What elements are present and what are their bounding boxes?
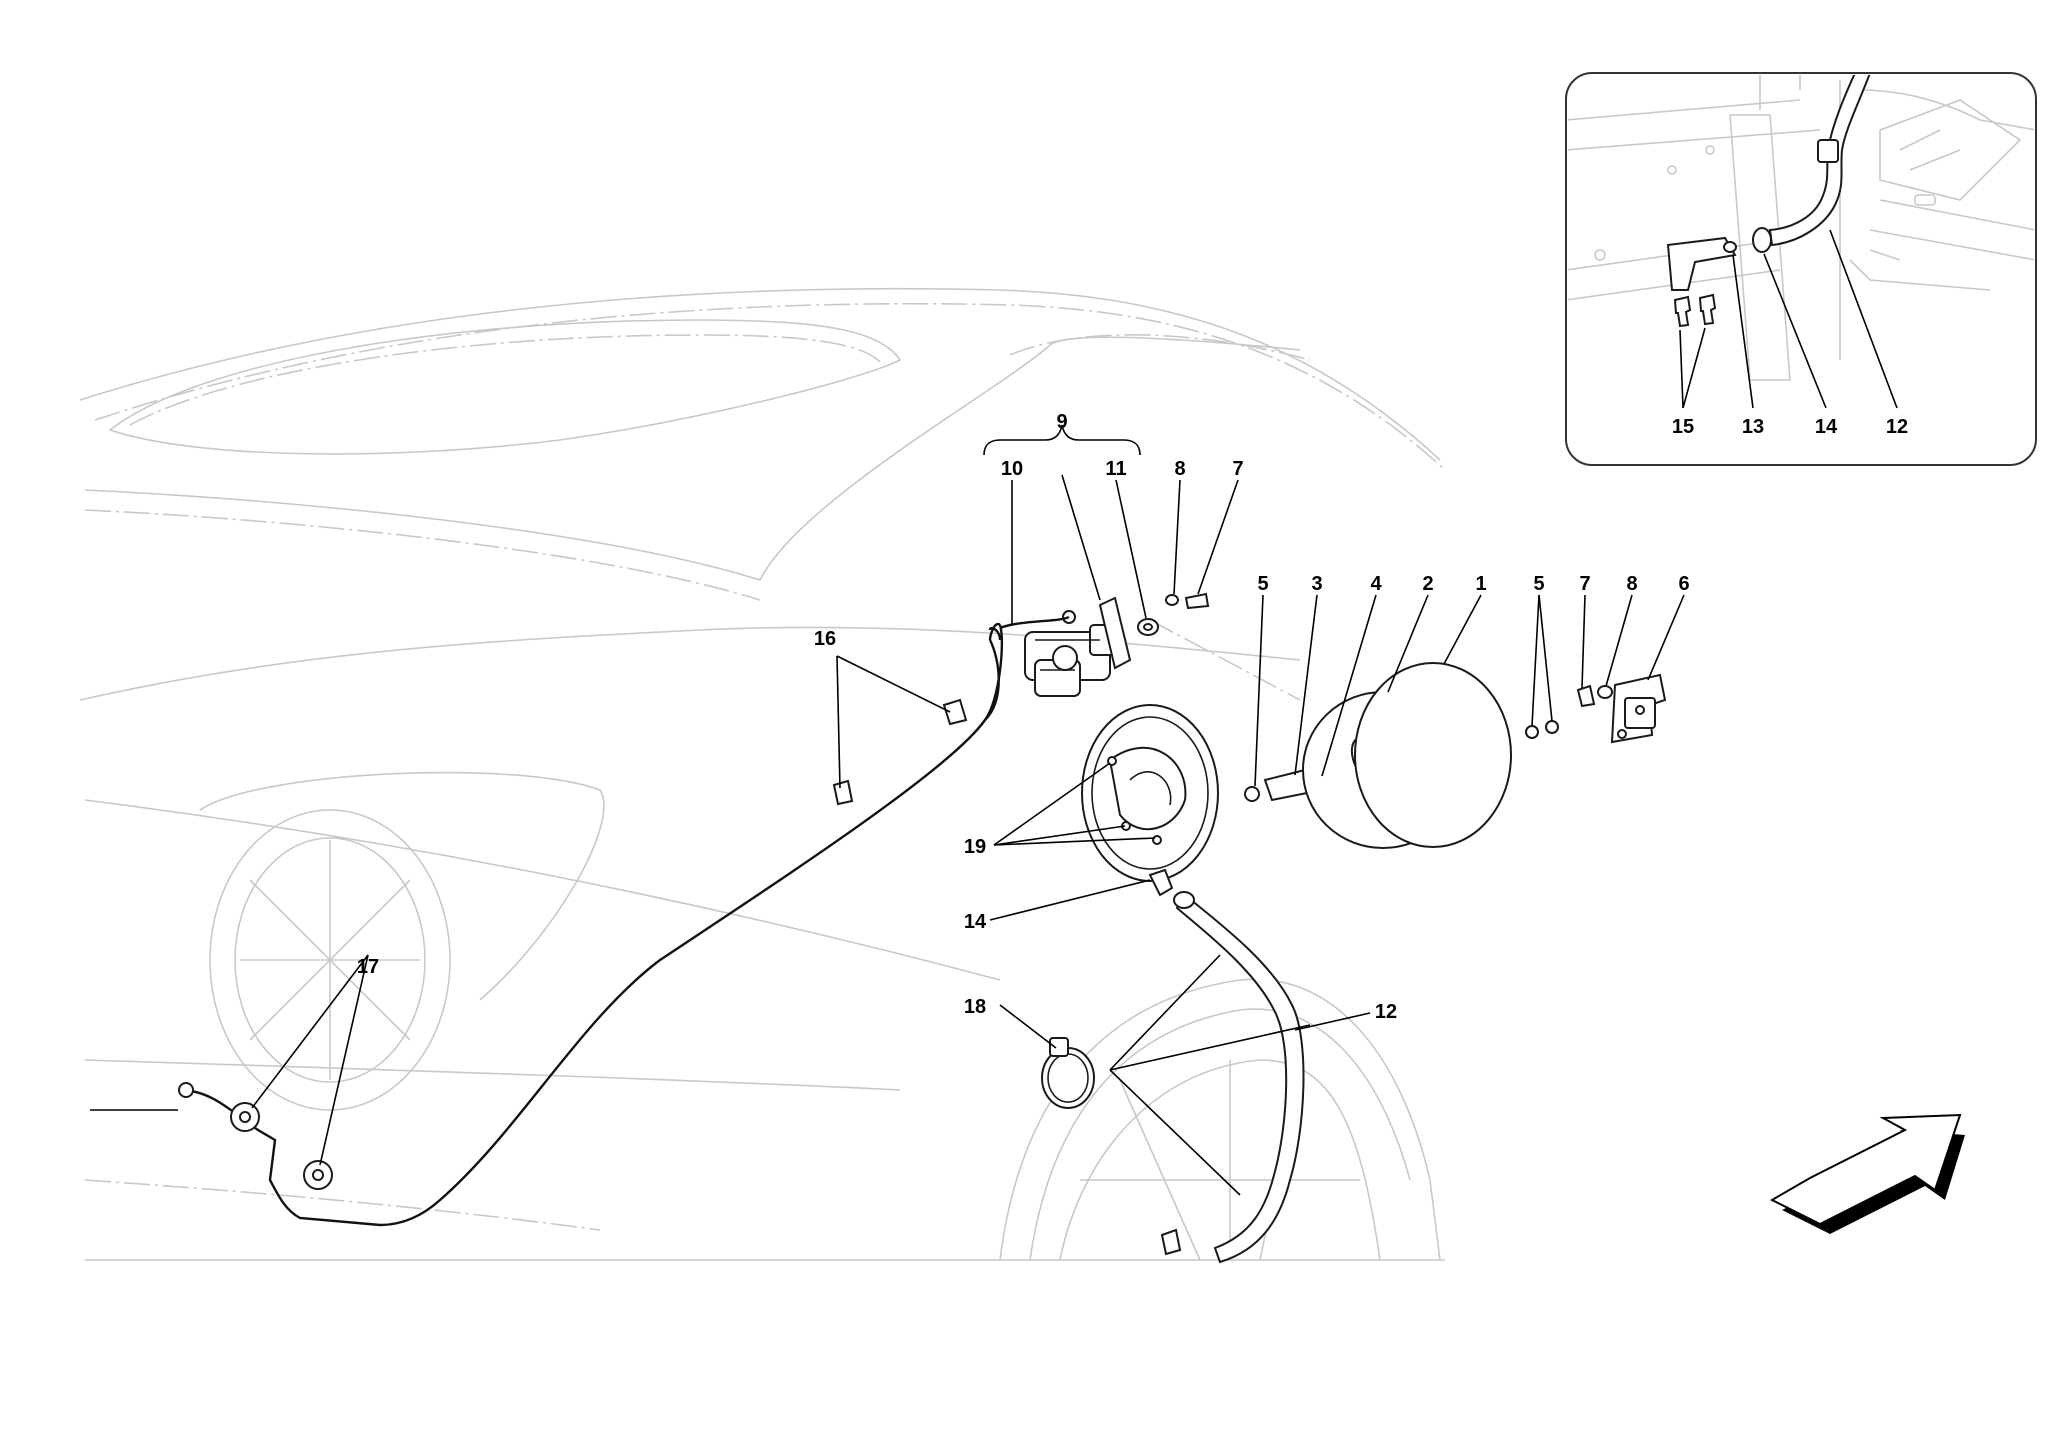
- cable-clip-16-lower: [832, 779, 854, 806]
- inset-callout-14: 14: [1815, 416, 1838, 438]
- wheel-bolt: [1160, 1228, 1182, 1256]
- clip-14: [1148, 868, 1174, 897]
- callout-16: 16: [814, 628, 836, 650]
- screw-7-right: [1576, 684, 1596, 708]
- inset-bolt-15-left: [1673, 295, 1692, 328]
- inset-bolt-15-right: [1698, 293, 1717, 326]
- callout-8-upper: 8: [1174, 458, 1185, 480]
- nut-5-left: [1244, 786, 1260, 802]
- direction-arrow-icon: [1769, 1113, 1965, 1234]
- filler-housing-19: [1081, 704, 1219, 882]
- callout-labels: 9 10 11 8 7 5 3 4 2 1 5 7 8 6 16 19 14 1…: [357, 411, 1690, 1023]
- inset-callout-13: 13: [1742, 416, 1764, 438]
- fuel-flap-door-1: [1354, 662, 1512, 848]
- inset-callout-15: 15: [1672, 416, 1694, 438]
- car-body-outline: [79, 287, 1446, 1261]
- callout-8-right: 8: [1626, 573, 1637, 595]
- inset-clip-14: [1752, 227, 1772, 253]
- callout-5-left: 5: [1257, 573, 1268, 595]
- inset-frame: [1565, 72, 2037, 466]
- inset-fitting-13: [1666, 236, 1737, 291]
- washer-8-right: [1597, 685, 1613, 699]
- release-cable: [179, 624, 1004, 1227]
- callout-5-right: 5: [1533, 573, 1544, 595]
- inset-detail: 15 13 14 12: [1565, 72, 2037, 466]
- hinge-6: [1610, 673, 1667, 744]
- callout-6: 6: [1678, 573, 1689, 595]
- callout-14: 14: [964, 911, 987, 933]
- callout-2: 2: [1422, 573, 1433, 595]
- callout-9: 9: [1056, 411, 1067, 433]
- washer-8-upper: [1165, 594, 1179, 606]
- callout-11: 11: [1105, 458, 1126, 480]
- screw-7-upper: [1184, 592, 1210, 610]
- callout-12: 12: [1375, 1001, 1397, 1023]
- hose-clamp-18: [1041, 1037, 1095, 1109]
- callout-7-upper: 7: [1232, 458, 1243, 480]
- cable-end-loop: [178, 1082, 194, 1098]
- callout-3: 3: [1311, 573, 1322, 595]
- drain-hose-12: [1175, 893, 1305, 1264]
- leader-lines: [90, 424, 1685, 1196]
- callout-10: 10: [1001, 458, 1023, 480]
- nut-5-right-b: [1545, 720, 1559, 734]
- cable-clip-16-upper: [942, 698, 968, 726]
- callout-19: 19: [964, 836, 986, 858]
- inset-hose-holder: [1817, 139, 1839, 163]
- nut-5-right-a: [1525, 725, 1539, 739]
- callout-7-right: 7: [1579, 573, 1590, 595]
- callout-17: 17: [357, 956, 379, 978]
- callout-1: 1: [1475, 573, 1486, 595]
- callout-18: 18: [964, 996, 986, 1018]
- inset-callout-12: 12: [1886, 416, 1908, 438]
- fuel-flap-actuator: [1024, 596, 1132, 697]
- callout-4: 4: [1370, 573, 1382, 595]
